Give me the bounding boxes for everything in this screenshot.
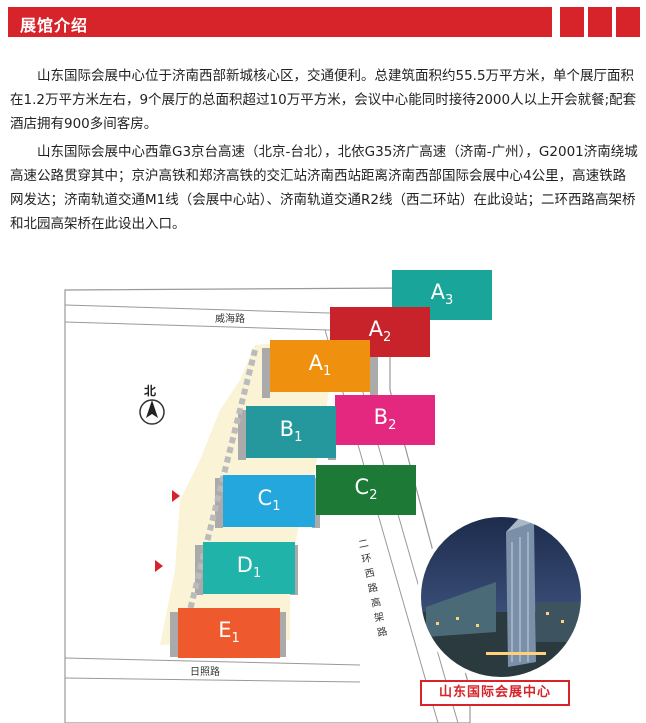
- hall-c2[interactable]: C2: [316, 465, 416, 515]
- entrance-arrow: [155, 560, 163, 572]
- entrance-arrow: [172, 490, 180, 502]
- hall-e1[interactable]: E1: [178, 608, 280, 658]
- hall-b1[interactable]: B1: [246, 406, 336, 458]
- hall-a2[interactable]: A2: [330, 307, 430, 357]
- road-line-bottom: [64, 657, 361, 666]
- venue-map: 威海路 日照路 二环西路高架路 北 A3 A2 A1 B2 B1 C2 C1 D…: [0, 270, 646, 723]
- venue-photo: [417, 513, 585, 681]
- hall-a1[interactable]: A1: [270, 340, 370, 392]
- compass-needle: [146, 400, 158, 418]
- section-header-bar: 展馆介绍: [8, 7, 552, 37]
- photo-caption: 山东国际会展中心: [420, 680, 570, 706]
- header-deco-block: [588, 7, 612, 37]
- road-line-bottom: [64, 677, 361, 683]
- north-label: 北: [144, 384, 157, 398]
- road-label-weihai: 威海路: [215, 314, 245, 325]
- intro-paragraph-1: 山东国际会展中心位于济南西部新城核心区，交通便利。总建筑面积约55.5万平方米，…: [10, 68, 637, 132]
- hall-d1[interactable]: D1: [203, 542, 295, 594]
- hall-b2[interactable]: B2: [335, 395, 435, 445]
- header-deco-block: [616, 7, 640, 37]
- walkway: [177, 349, 258, 651]
- section-title: 展馆介绍: [20, 16, 89, 35]
- hall-c1[interactable]: C1: [223, 475, 315, 527]
- header-deco-block: [560, 7, 584, 37]
- intro-paragraph-2: 山东国际会展中心西靠G3京台高速（北京-台北），北依G35济广高速（济南-广州）…: [10, 144, 638, 232]
- road-label-rizhao: 日照路: [190, 667, 220, 678]
